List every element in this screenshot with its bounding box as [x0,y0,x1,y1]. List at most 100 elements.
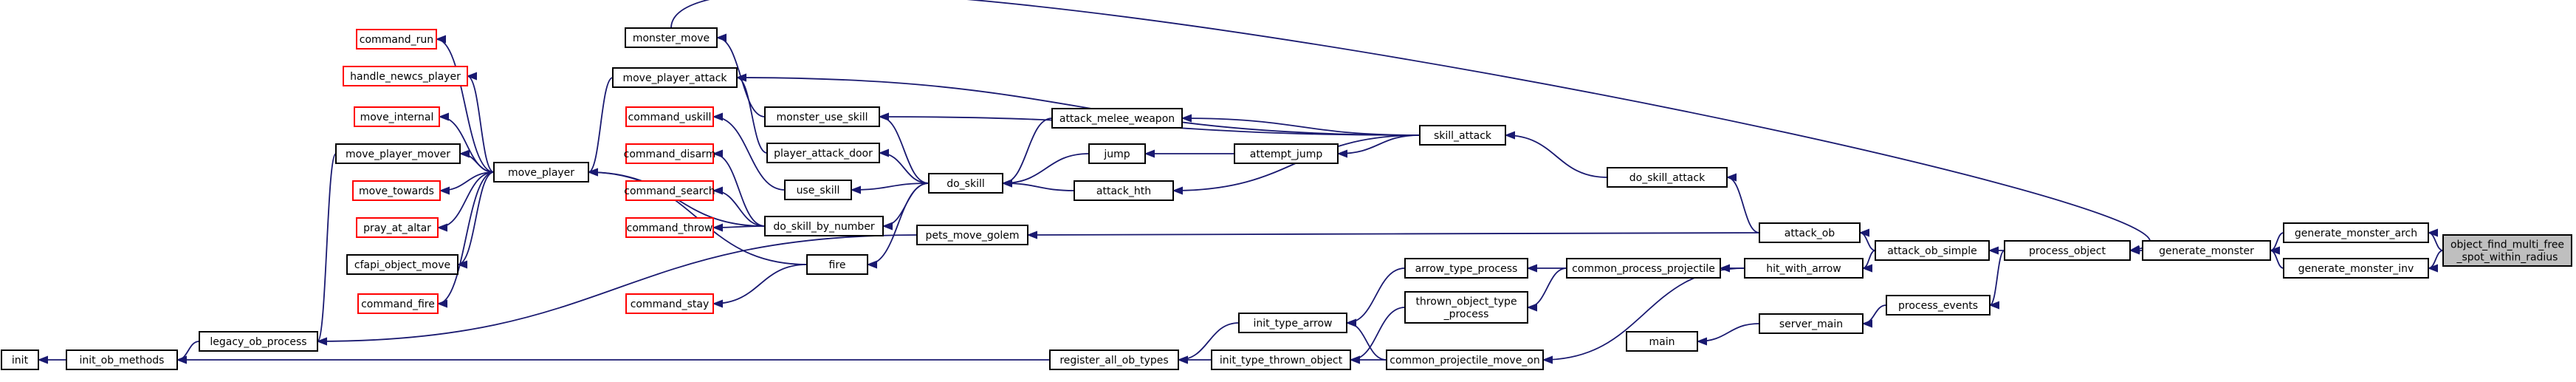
node-label: common_process_projectile [1572,263,1715,275]
graph-node[interactable]: init_type_arrow [1238,313,1347,333]
graph-node[interactable]: move_player_attack [612,67,738,88]
node-label: thrown_object_type [1415,296,1517,308]
graph-node[interactable]: monster_use_skill [764,106,880,127]
graph-node[interactable]: command_throw [625,217,714,238]
call-edge [713,154,766,227]
graph-node[interactable]: thrown_object_type_process [1404,291,1528,324]
node-box [1074,180,1174,201]
call-edge [868,183,930,265]
node-box [357,293,439,314]
graph-node[interactable]: command_disarm [624,143,716,164]
node-label: attack_ob_simple [1887,245,1977,257]
node-box [1088,143,1146,164]
node-box [1,349,39,370]
graph-node[interactable]: do_skill_attack [1607,167,1728,188]
graph-node[interactable]: object_find_multi_free_spot_within_radiu… [2442,234,2572,267]
graph-node[interactable]: use_skill [784,180,852,200]
graph-node[interactable]: skill_attack [1419,125,1506,146]
graph-node[interactable]: generate_monster [2142,240,2271,261]
graph-node[interactable]: player_attack_door [766,143,880,163]
graph-node[interactable]: init_type_thrown_object [1211,349,1351,370]
node-label: _spot_within_radius [2456,252,2558,264]
call-edge [1505,135,1608,178]
node-label: command_uskill [628,112,712,123]
graph-node[interactable]: move_player_mover [335,143,461,164]
graph-node[interactable]: generate_monster_inv [2283,258,2429,279]
graph-node[interactable]: init_ob_methods [66,349,178,370]
node-box [1051,108,1183,129]
graph-node[interactable]: command_uskill [625,106,714,127]
graph-node[interactable]: command_search [624,180,715,201]
node-label: init_type_thrown_object [1220,355,1343,366]
node-box [1744,258,1864,279]
graph-node[interactable]: command_fire [357,293,439,314]
node-label: do_skill_attack [1629,172,1706,184]
call-edge [1347,323,1387,361]
graph-node[interactable]: attack_ob [1759,222,1861,243]
call-edge [588,77,614,172]
graph-node[interactable]: attack_ob_simple [1875,240,1990,261]
graph-node[interactable]: pray_at_altar [356,217,439,238]
nodes: object_find_multi_free_spot_within_radiu… [1,27,2572,370]
graph-node[interactable]: attempt_jump [1234,143,1339,164]
node-label: move_player_mover [346,149,450,160]
graph-node[interactable]: common_projectile_move_on [1386,349,1544,370]
call-edge [1347,267,1406,323]
graph-node[interactable]: arrow_type_process [1404,258,1528,279]
node-box [1566,258,1721,279]
call-edge [670,0,2151,250]
node-label: process_events [1898,300,1978,312]
graph-node[interactable]: command_stay [625,293,714,314]
node-box [1886,295,1991,316]
graph-node[interactable]: move_player [493,162,589,183]
graph-node[interactable]: register_all_ob_types [1049,349,1179,370]
node-label: do_skill [947,178,985,190]
node-box [764,216,884,236]
graph-node[interactable]: server_main [1759,313,1864,334]
graph-node[interactable]: cfapi_object_move [346,254,458,275]
node-label: init [12,355,29,366]
node-label: jump [1103,149,1130,160]
node-box [493,162,589,183]
graph-node[interactable]: process_object [2004,240,2131,261]
node-box [916,225,1028,245]
call-edge [713,117,786,191]
graph-node[interactable]: legacy_ob_process [199,331,318,352]
node-label: generate_monster_inv [2298,263,2414,275]
node-label: _process [1443,309,1489,321]
graph-node[interactable]: monster_move [625,27,718,48]
graph-node[interactable]: command_run [356,29,437,50]
node-label: monster_use_skill [776,112,868,123]
graph-node[interactable]: generate_monster_arch [2283,222,2429,243]
graph-node[interactable]: attack_hth [1074,180,1174,201]
graph-node[interactable]: common_process_projectile [1566,258,1721,279]
graph-node[interactable]: pets_move_golem [916,225,1028,245]
graph-node[interactable]: do_skill_by_number [764,216,884,236]
graph-node[interactable]: handle_newcs_player [343,66,468,86]
node-label: move_internal [360,112,434,123]
node-box [625,180,714,201]
graph-node[interactable]: do_skill [928,173,1003,194]
call-edge [1003,153,1090,183]
call-edge [713,191,766,227]
graph-node[interactable]: move_towards [352,180,441,201]
graph-node[interactable]: hit_with_arrow [1744,258,1864,279]
node-box [1759,313,1864,334]
node-box [1404,258,1528,279]
graph-node[interactable]: process_events [1886,295,1991,316]
graph-node[interactable]: move_internal [354,106,440,127]
graph-node[interactable]: fire [806,254,868,275]
graph-node[interactable]: attack_melee_weapon [1051,108,1183,129]
node-label: init_ob_methods [80,355,165,366]
graph-node[interactable]: init [1,349,39,370]
node-box [806,254,868,275]
graph-node[interactable]: jump [1088,143,1146,164]
node-box [784,180,852,200]
node-label: attack_melee_weapon [1059,113,1175,125]
call-edge [713,264,808,304]
graph-node[interactable]: main [1626,331,1698,352]
node-box [2142,240,2271,261]
call-edge [1003,183,1075,191]
node-box [66,349,178,370]
node-label: attack_ob [1785,228,1835,239]
